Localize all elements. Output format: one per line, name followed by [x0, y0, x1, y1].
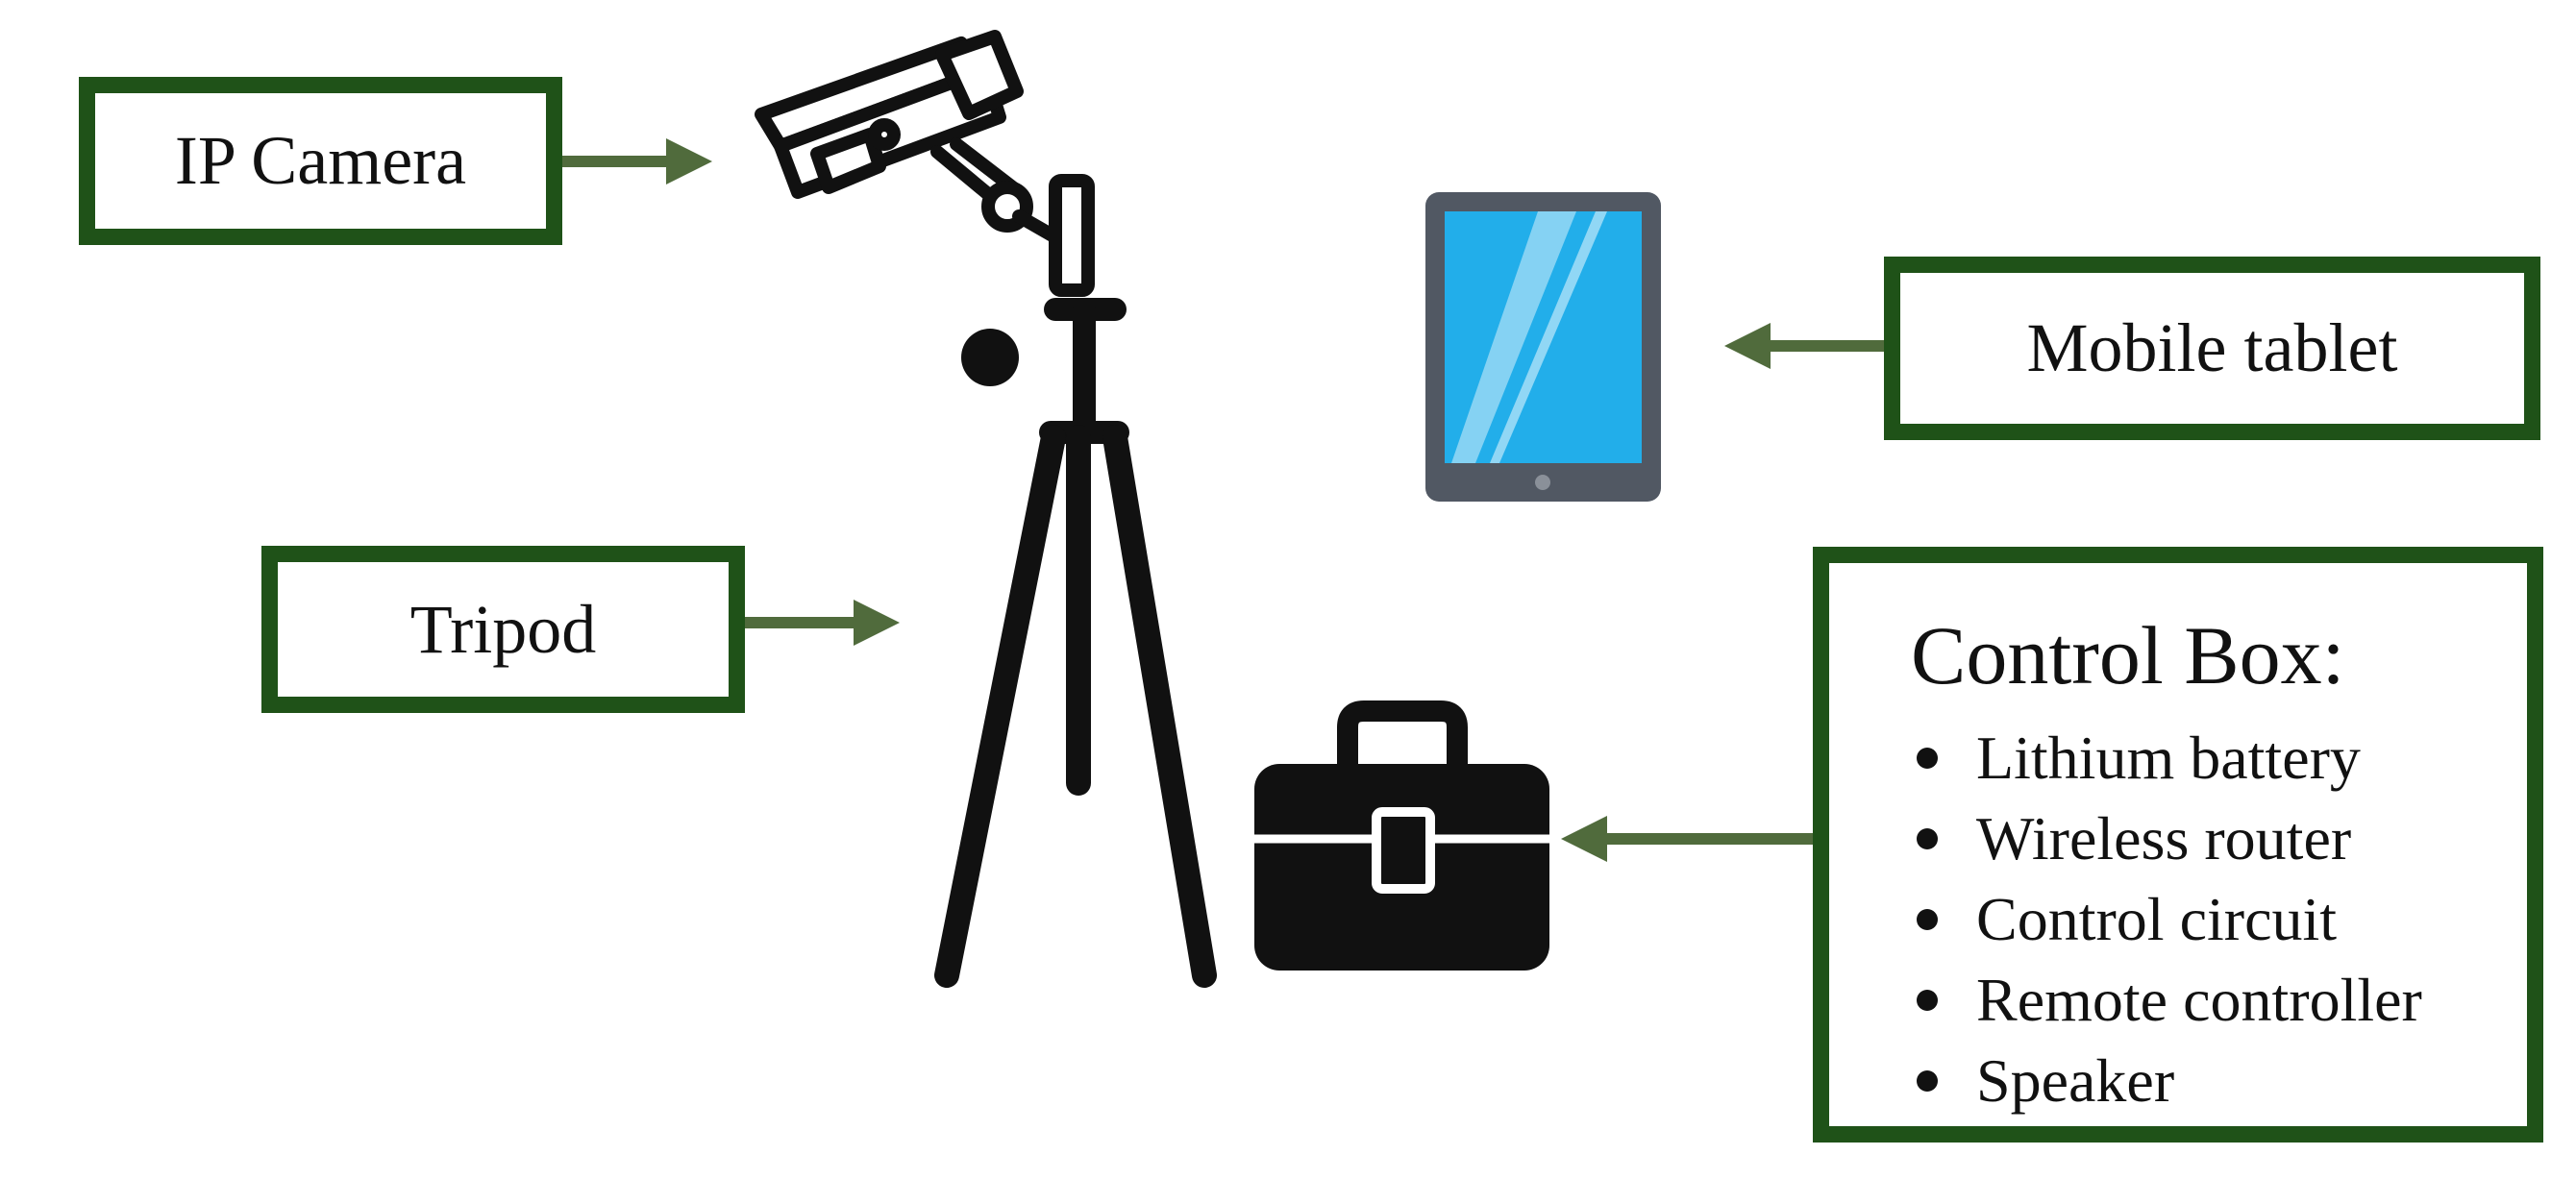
- tablet-icon: [1425, 192, 1661, 502]
- mobile-tablet-label-box: Mobile tablet: [1884, 257, 2540, 440]
- control-box-list: Lithium battery Wireless router Control …: [1911, 718, 2527, 1121]
- list-item: Remote controller: [1911, 960, 2527, 1041]
- list-item: Speaker: [1911, 1041, 2527, 1121]
- ip-camera-label: IP Camera: [174, 122, 467, 199]
- control-box-title: Control Box:: [1911, 609, 2345, 701]
- list-item: Lithium battery: [1911, 718, 2527, 799]
- list-item: Control circuit: [1911, 879, 2527, 960]
- tripod-icon: [934, 298, 1217, 988]
- mobile-tablet-label: Mobile tablet: [2026, 309, 2398, 386]
- list-item: Wireless router: [1911, 799, 2527, 879]
- control-box-label-box: Control Box: Lithium battery Wireless ro…: [1813, 547, 2543, 1143]
- ip-camera-label-box: IP Camera: [79, 77, 562, 245]
- toolbox-icon: [1254, 700, 1549, 971]
- tripod-label: Tripod: [409, 590, 597, 668]
- ip-camera-icon: [755, 30, 1095, 297]
- tripod-label-box: Tripod: [261, 546, 745, 713]
